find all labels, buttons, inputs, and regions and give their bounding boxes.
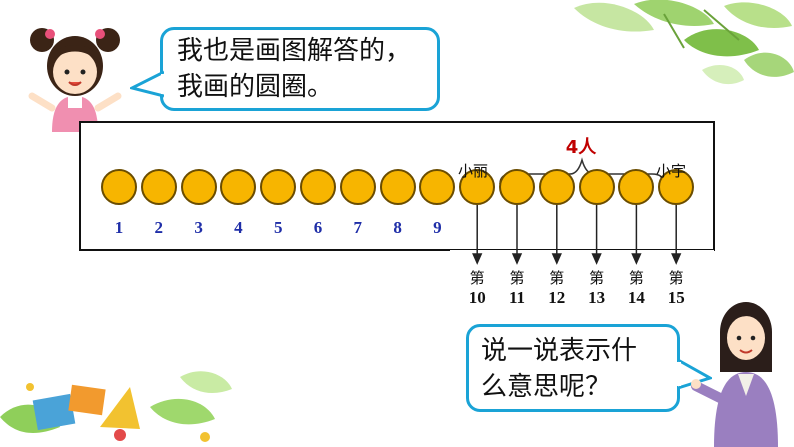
arrow-head <box>551 253 562 265</box>
arrow-head <box>671 253 682 265</box>
ordinal-number: 14 <box>627 288 645 307</box>
stationery-decoration <box>0 371 232 442</box>
label-xiaoyu: 小宇 <box>656 162 687 180</box>
speech-bubble-bottom: 说一说表示什 么意思呢？ <box>466 324 680 412</box>
speech-bubble-top: 我也是画图解答的， 我画的圆圈。 <box>160 27 440 111</box>
circle-number: 1 <box>114 218 124 237</box>
arrow-head <box>591 253 602 265</box>
ordinal-word: 第 <box>469 269 485 287</box>
speech-line: 我画的圆圈。 <box>177 72 334 102</box>
arrow-head <box>472 253 483 265</box>
circle <box>459 169 496 205</box>
circle <box>419 169 456 205</box>
speech-line: 么意思呢？ <box>481 372 612 402</box>
circle <box>101 169 137 205</box>
speech-bubble-tail <box>130 70 164 98</box>
teacher-avatar <box>691 302 778 447</box>
ordinal-word: 第 <box>628 269 644 287</box>
circle-number: 3 <box>194 218 203 237</box>
circle-number: 8 <box>393 218 402 237</box>
ordinal-number: 13 <box>588 288 606 307</box>
ordinal-word: 第 <box>589 269 605 287</box>
ordinal-word: 第 <box>668 269 684 287</box>
ordinal-word: 第 <box>509 269 525 287</box>
label-xiaoli: 小丽 <box>458 162 489 180</box>
circle-number: 9 <box>433 218 442 237</box>
circle <box>339 169 376 205</box>
circle-number: 5 <box>273 218 283 237</box>
circle <box>618 169 655 205</box>
circle <box>538 169 575 205</box>
circle <box>260 169 297 205</box>
leaf-decoration-top-right <box>574 0 794 85</box>
arrow-head <box>511 253 523 265</box>
circle-number: 2 <box>154 218 164 237</box>
circle <box>300 169 336 205</box>
circle <box>578 169 615 205</box>
circle <box>499 169 535 205</box>
speech-line: 我也是画图解答的， <box>177 36 412 66</box>
ordinal-number: 10 <box>468 288 486 307</box>
speech-bubble-tail <box>676 358 712 390</box>
circle-number: 7 <box>353 218 363 237</box>
count-label: 4人 <box>565 137 597 158</box>
circle <box>220 169 257 205</box>
circle <box>379 169 416 205</box>
ordinal-number: 12 <box>548 288 566 307</box>
circle-number: 4 <box>234 218 243 237</box>
circle-number: 6 <box>313 218 323 237</box>
ordinal-word: 第 <box>549 269 565 287</box>
ordinal-number: 15 <box>667 288 685 307</box>
speech-line: 说一说表示什 <box>481 336 638 366</box>
ordinal-number: 11 <box>508 288 526 307</box>
arrow-head <box>631 253 642 265</box>
circle <box>140 169 177 205</box>
circle <box>180 169 217 205</box>
circle <box>658 169 695 205</box>
